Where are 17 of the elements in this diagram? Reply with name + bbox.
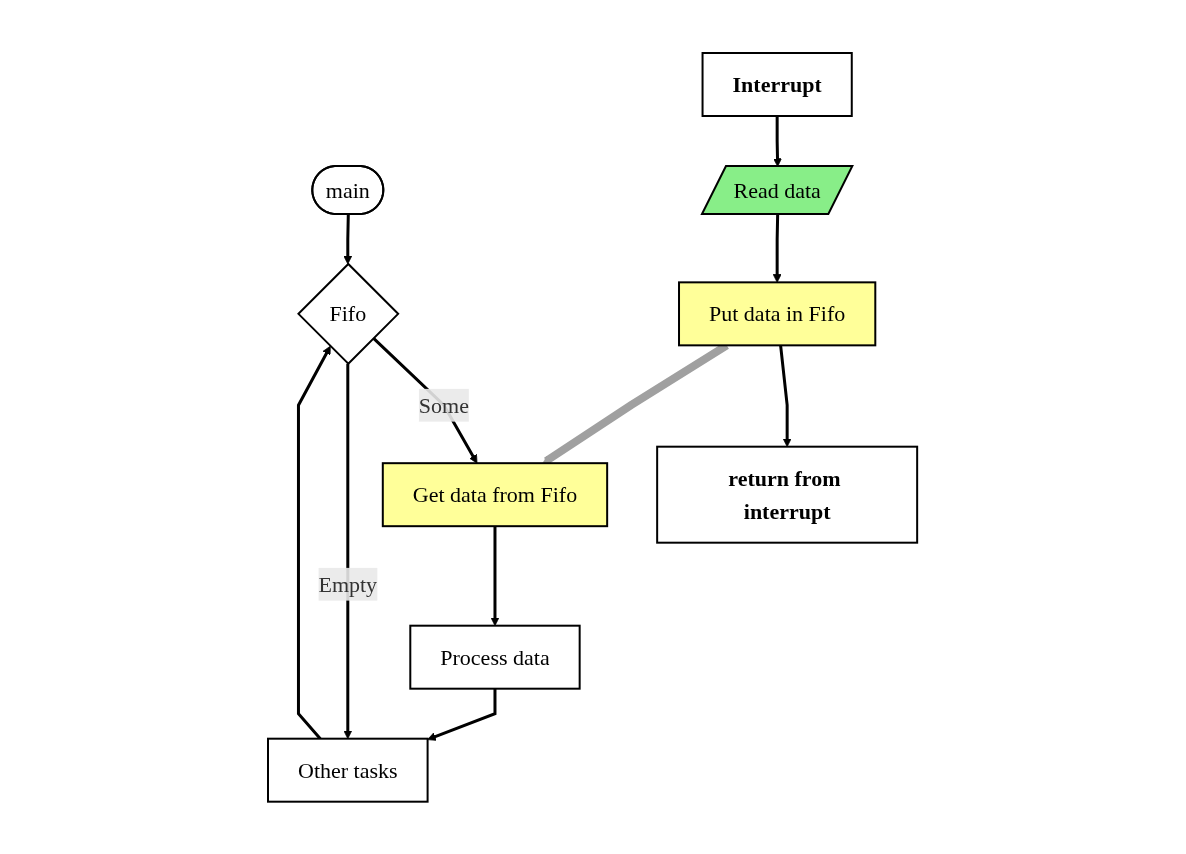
arrow	[427, 688, 497, 741]
arrow	[343, 214, 353, 265]
node-diamond: Fifo	[297, 262, 400, 365]
arrow	[372, 336, 478, 464]
arrow	[343, 363, 353, 739]
node-box: Get data from Fifo	[382, 461, 609, 527]
node-box: Other tasks	[267, 737, 429, 803]
arrow	[773, 214, 782, 283]
edge-label: Empty	[318, 571, 378, 597]
node-box: Process data	[409, 624, 582, 690]
edge-label: Some	[419, 392, 470, 418]
node-box: return from interrupt	[656, 445, 919, 544]
arrow	[779, 344, 792, 447]
node-box: Interrupt	[701, 51, 854, 117]
arrow	[297, 345, 332, 740]
node-box: Put data in Fifo	[678, 281, 877, 346]
arrow	[491, 525, 500, 626]
